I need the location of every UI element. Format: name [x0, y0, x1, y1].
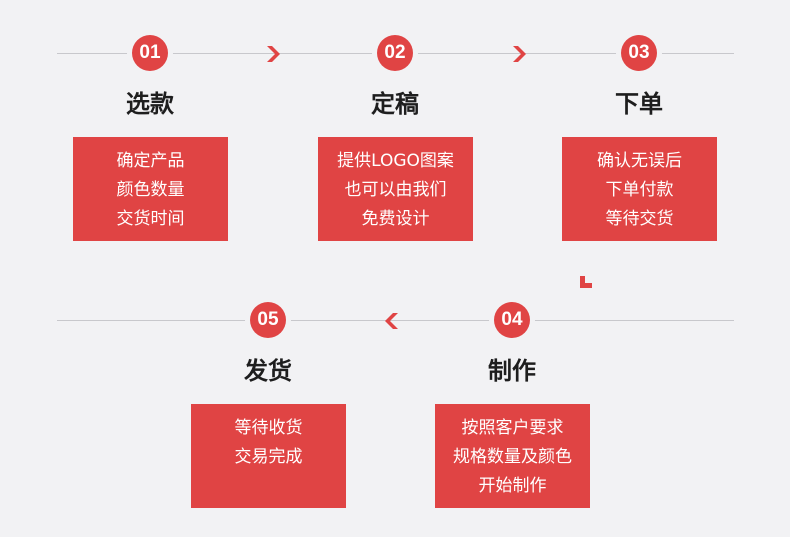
step-title: 下单: [615, 90, 663, 118]
step-number-badge: 04: [494, 302, 530, 338]
step-description-box: 确认无误后 下单付款 等待交货: [562, 137, 717, 241]
step-title: 发货: [244, 357, 292, 385]
arrow-right-icon: [510, 45, 528, 63]
step-description-box: 按照客户要求 规格数量及颜色 开始制作: [435, 404, 590, 508]
bottom-row-line: [57, 320, 734, 321]
step-number-badge: 05: [250, 302, 286, 338]
arrow-down-left-icon: [578, 272, 596, 290]
step-number-badge: 01: [132, 35, 168, 71]
step-title: 定稿: [371, 90, 419, 118]
step-description-line: 规格数量及颜色: [453, 447, 572, 467]
arrow-left-icon: [383, 312, 401, 330]
step-description-line: 开始制作: [478, 476, 547, 496]
step-description-line: 等待收货: [234, 418, 303, 438]
step-description-line: 也可以由我们: [344, 180, 447, 200]
step-description-line: 提供LOGO图案: [337, 151, 454, 171]
step-description-line: 下单付款: [605, 180, 674, 200]
step-number-badge: 02: [377, 35, 413, 71]
step-description-line: 等待交货: [605, 209, 674, 229]
step-description-box: 等待收货 交易完成: [191, 404, 346, 508]
step-description-line: 免费设计: [361, 209, 430, 229]
step-title: 制作: [488, 357, 536, 385]
step-description-line: 确认无误后: [597, 151, 682, 171]
step-description-box: 确定产品 颜色数量 交货时间: [73, 137, 228, 241]
step-description-box: 提供LOGO图案 也可以由我们 免费设计: [318, 137, 473, 241]
step-title: 选款: [126, 90, 174, 118]
step-number-badge: 03: [621, 35, 657, 71]
step-description-line: 颜色数量: [116, 180, 185, 200]
arrow-right-icon: [264, 45, 282, 63]
step-description-line: 交货时间: [116, 209, 185, 229]
step-description-line: 交易完成: [234, 447, 303, 467]
step-description-line: 确定产品: [116, 151, 185, 171]
step-description-line: 按照客户要求: [461, 418, 564, 438]
